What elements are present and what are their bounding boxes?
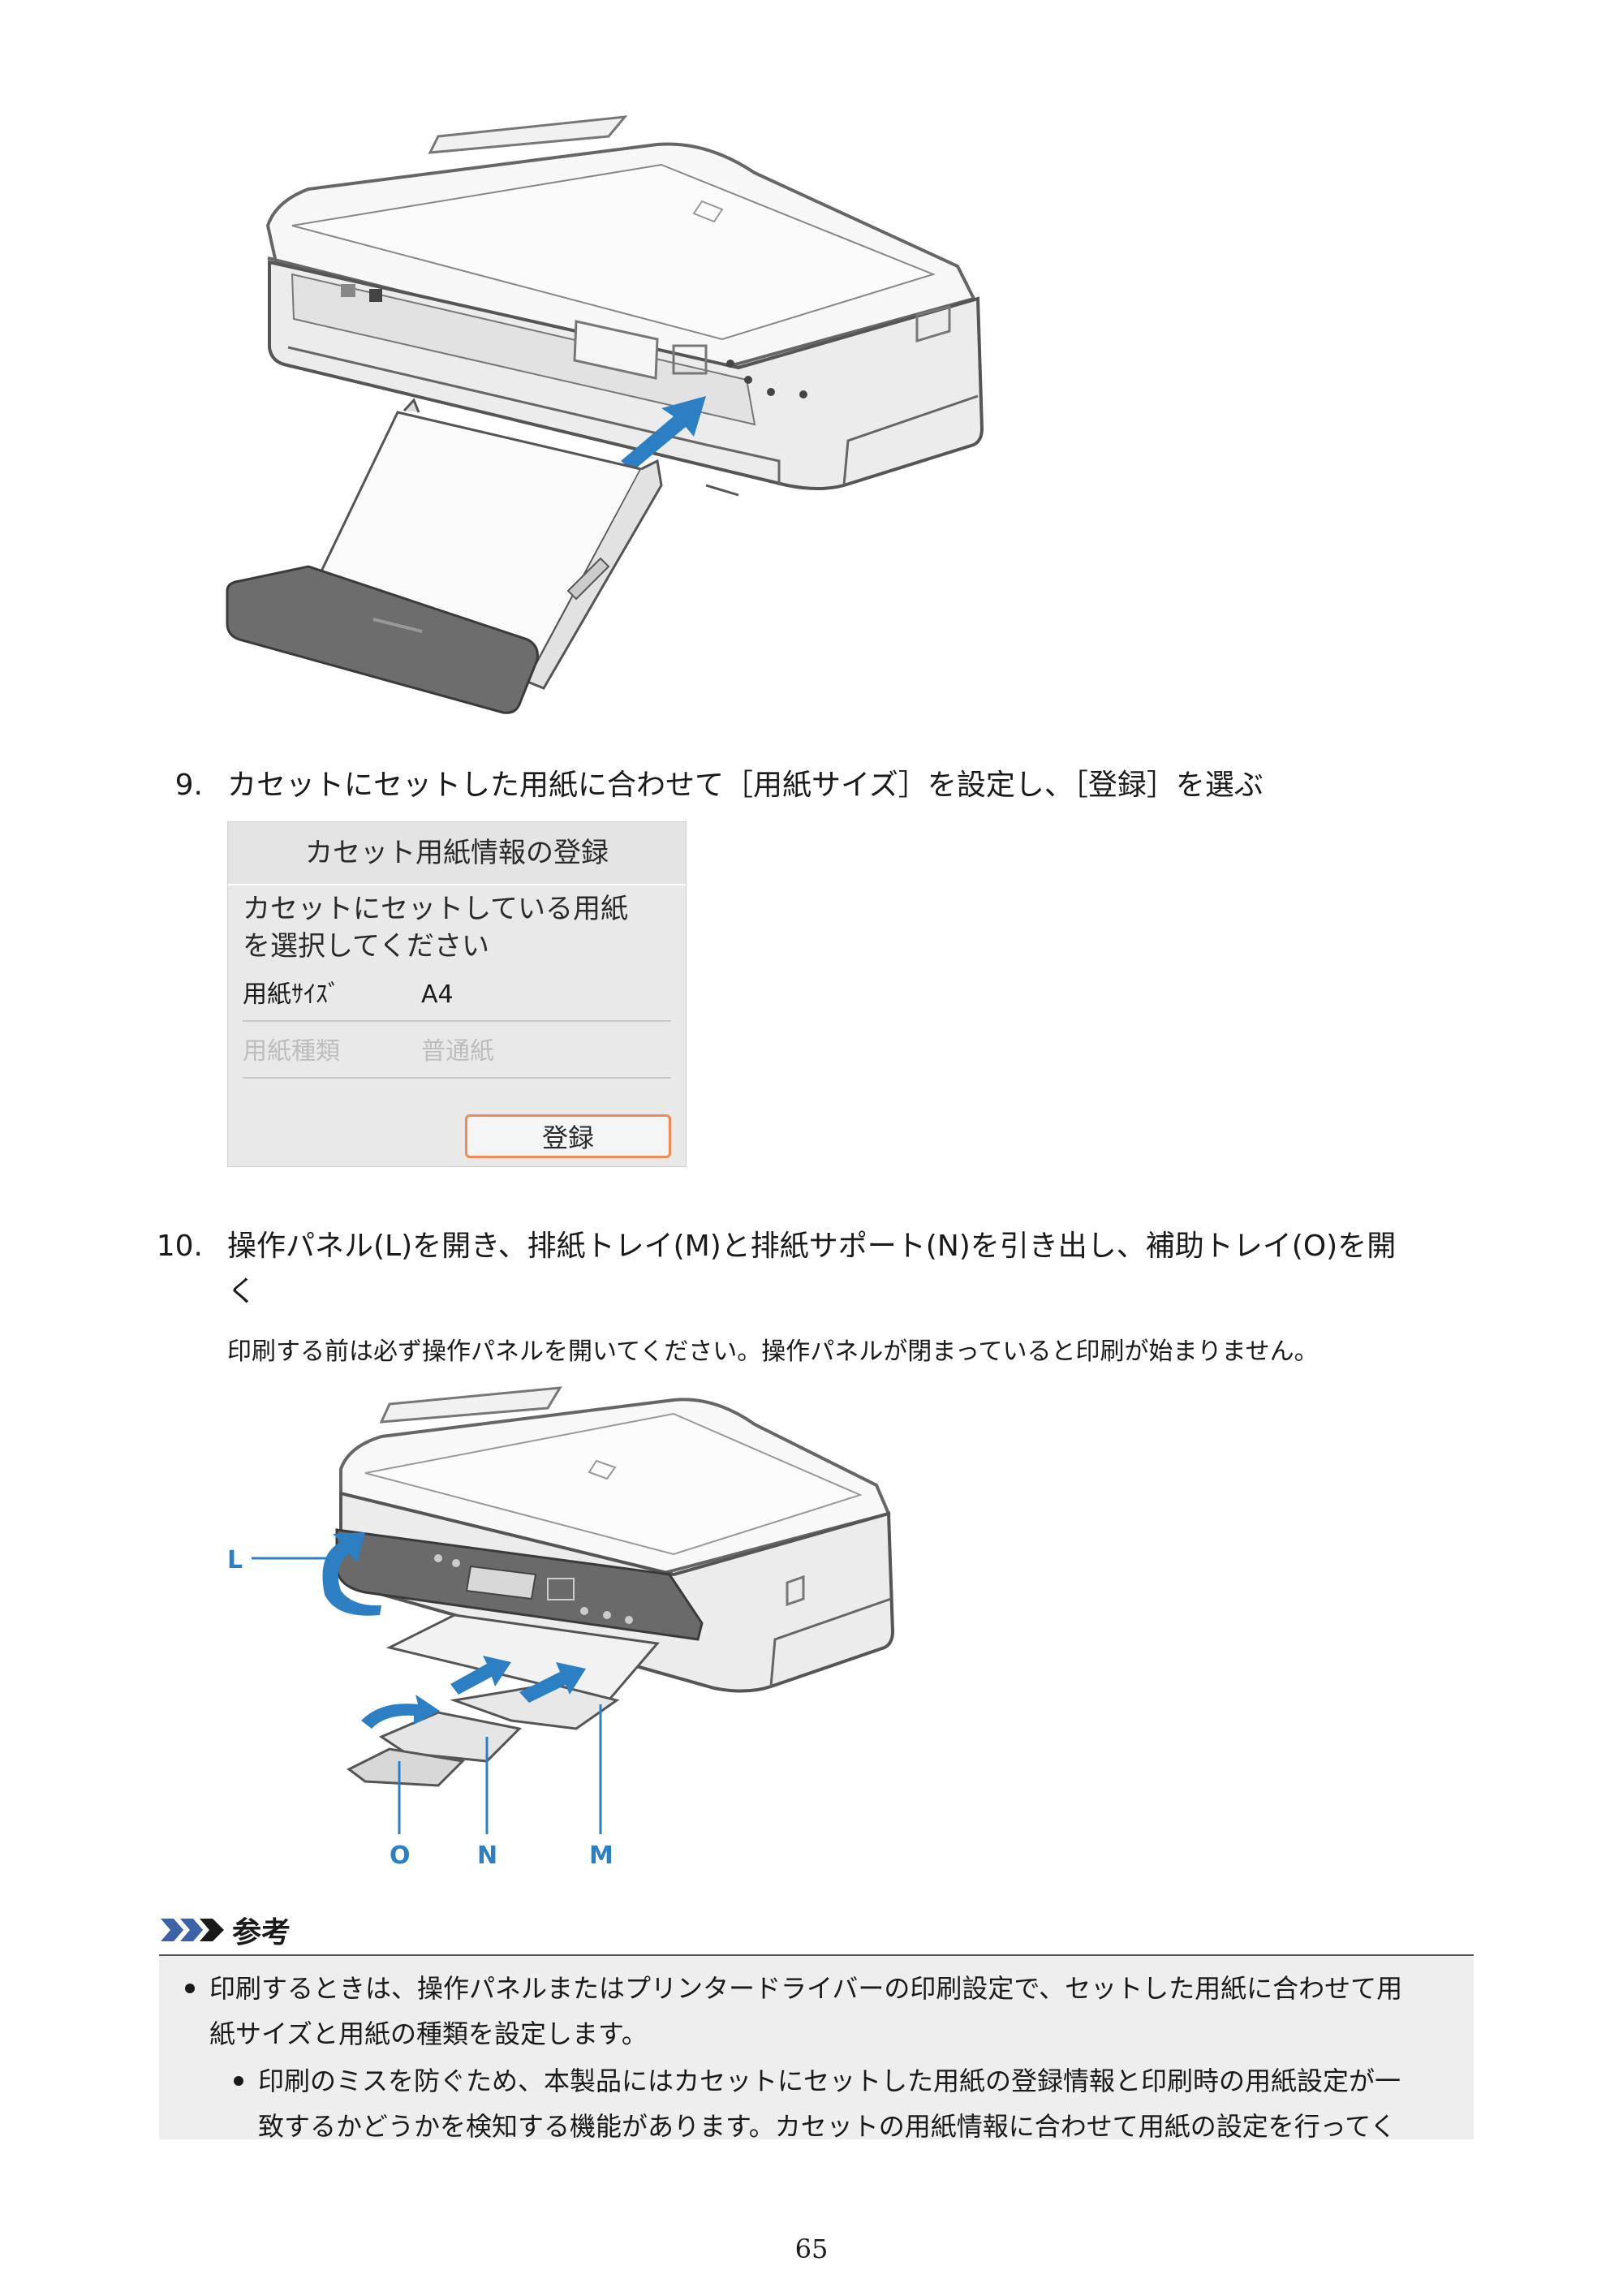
lcd-title: カセット用紙情報の登録: [228, 822, 686, 885]
lcd-message: カセットにセットしている用紙 を選択してください: [243, 890, 673, 965]
step-10-number: 10.: [156, 1230, 203, 1263]
step-10-text: 操作パネル(L)を開き、排紙トレイ(M)と排紙サポート(N)を引き出し、補助トレ…: [227, 1224, 1477, 1315]
reference-bullet-1: 印刷するときは、操作パネルまたはプリンタードライバーの印刷設定で、セットした用紙…: [209, 1966, 1467, 2057]
lcd-row-label: 用紙ｻｲｽﾞ: [243, 980, 340, 1009]
callout-label-M: M: [589, 1842, 613, 1867]
lcd-message-line1: カセットにセットしている用紙: [243, 893, 628, 925]
step-9-number: 9.: [174, 769, 203, 802]
reference-bullet-1-line2: 紙サイズと用紙の種類を設定します。: [209, 2018, 648, 2049]
bullet-dot: [234, 2076, 243, 2086]
step-10-note: 印刷する前は必ず操作パネルを開いてください。操作パネルが閉まっていると印刷が始ま…: [227, 1338, 1319, 1366]
reference-bullet-1-line1: 印刷するときは、操作パネルまたはプリンタードライバーの印刷設定で、セットした用紙…: [209, 1973, 1403, 2004]
step-10-text-line1: 操作パネル(L)を開き、排紙トレイ(M)と排紙サポート(N)を引き出し、補助トレ…: [227, 1230, 1397, 1263]
reference-bullet-2: 印刷のミスを防ぐため、本製品にはカセットにセットした用紙の登録情報と印刷時の用紙…: [258, 2058, 1467, 2139]
reference-bullet-2-line2: 致するかどうかを検知する機能があります。カセットの用紙情報に合わせて用紙の設定を…: [258, 2111, 1397, 2139]
callout-label-O: O: [390, 1842, 411, 1867]
lcd-row-media-type: 用紙種類 普通紙: [243, 1027, 671, 1079]
lcd-row-value: 普通紙: [421, 1037, 494, 1066]
lcd-row-value: A4: [421, 980, 454, 1009]
reference-body: 印刷するときは、操作パネルまたはプリンタードライバーの印刷設定で、セットした用紙…: [159, 1956, 1474, 2139]
reference-arrows-icon: [161, 1919, 224, 1941]
reference-title: 参考: [232, 1916, 291, 1949]
callout-label-L: L: [227, 1546, 243, 1574]
bullet-dot: [185, 1984, 195, 1993]
lcd-row-label: 用紙種類: [243, 1037, 340, 1066]
lcd-message-line2: を選択してください: [243, 930, 489, 963]
step-9-text: カセットにセットした用紙に合わせて［用紙サイズ］を設定し、［登録］を選ぶ: [227, 769, 1264, 802]
reference-bullet-2-line1: 印刷のミスを防ぐため、本製品にはカセットにセットした用紙の登録情報と印刷時の用紙…: [258, 2066, 1401, 2096]
lcd-row-paper-size[interactable]: 用紙ｻｲｽﾞ A4: [243, 970, 671, 1022]
page-number: 65: [794, 2234, 829, 2264]
printer-trays-illustration: L O N M: [219, 1380, 901, 1867]
callout-label-N: N: [477, 1842, 497, 1867]
reference-header: 参考: [159, 1904, 1474, 1956]
printer-cassette-illustration: [219, 104, 990, 721]
step-10-text-line2: く: [227, 1275, 257, 1308]
lcd-register-button[interactable]: 登録: [465, 1114, 671, 1158]
lcd-screen: カセット用紙情報の登録 カセットにセットしている用紙 を選択してください 用紙ｻ…: [227, 821, 687, 1167]
